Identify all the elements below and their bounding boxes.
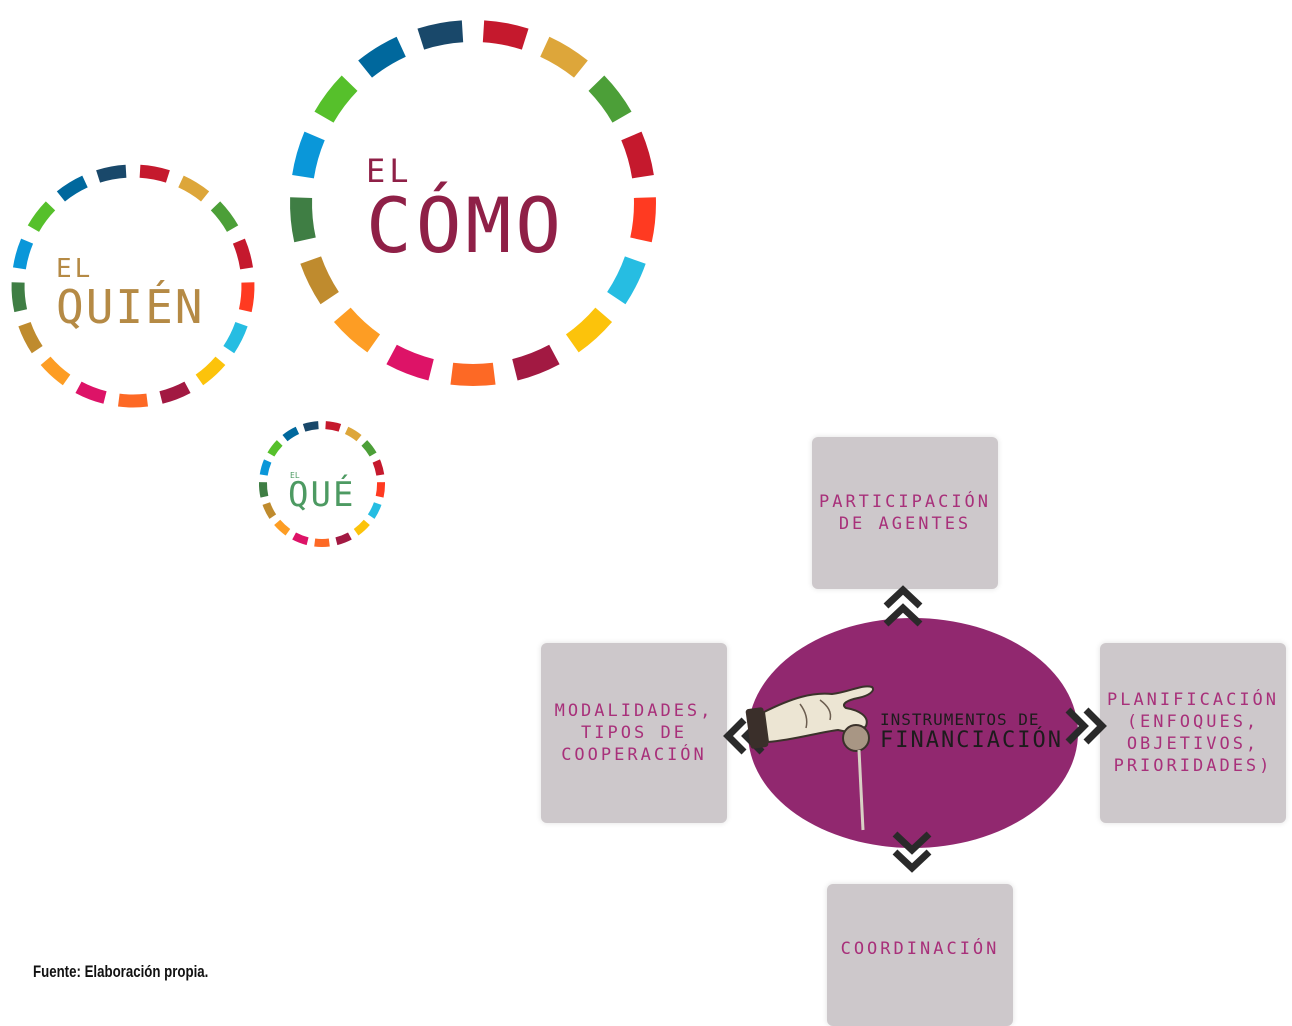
ring-que-segment (367, 502, 382, 519)
coordinacion-box: COORDINACIÓN (827, 884, 1013, 1026)
ring-que-segment (282, 426, 300, 442)
ring-como-segment (539, 36, 588, 78)
ring-como-segment (588, 75, 632, 123)
up-chevron-icon (883, 585, 923, 627)
ring-como-segment (606, 256, 646, 305)
que-title: QUÉ (288, 475, 356, 515)
ring-que-segment (274, 519, 291, 536)
ring-quien-segment (139, 164, 170, 183)
ring-que-segment (292, 532, 309, 546)
ring-que-segment (259, 459, 272, 476)
right-chevron-icon (1065, 707, 1107, 745)
down-chevron-icon (892, 831, 932, 873)
ring-que-segment (325, 421, 342, 432)
ring-como-segment (621, 131, 654, 179)
ring-quien-segment (117, 393, 149, 408)
ring-como-segment (511, 344, 560, 381)
ring-quien-segment (11, 282, 28, 313)
ring-quien-segment (27, 201, 56, 232)
ring-quien-segment (159, 381, 191, 404)
que-ring (258, 421, 386, 547)
ring-como-segment (386, 344, 435, 381)
ring-quien-segment (56, 175, 88, 202)
ring-como-segment (300, 256, 340, 305)
ring-quien-segment (195, 356, 226, 386)
ring-quien-segment (18, 321, 43, 354)
ring-que-segment (302, 421, 319, 432)
ring-como-segment (417, 20, 464, 50)
ring-como-segment (358, 36, 407, 78)
como-ring (290, 20, 656, 387)
como-prefix: EL (366, 152, 413, 190)
participacion-agentes-box: PARTICIPACIÓN DE AGENTES (812, 437, 998, 589)
como-title: CÓMO (366, 181, 566, 270)
center-label-line1: INSTRUMENTOS DE (880, 710, 1040, 729)
ring-quien-segment (232, 238, 254, 270)
ring-como-segment (292, 131, 325, 179)
que-prefix: EL (290, 471, 300, 480)
ring-como-segment (482, 20, 529, 50)
ring-quien-segment (96, 164, 127, 183)
modalidades-box: MODALIDADES, TIPOS DE COOPERACIÓN (541, 643, 727, 823)
center-label-line2: FINANCIACIÓN (880, 728, 1063, 753)
ring-como-segment (450, 362, 496, 387)
hand-holding-coin-icon (745, 685, 874, 831)
ring-como-segment (630, 197, 656, 243)
ring-que-segment (353, 519, 370, 536)
ring-quien-segment (12, 238, 34, 270)
quien-prefix: EL (56, 254, 94, 284)
ring-como-segment (290, 197, 316, 243)
center-label: INSTRUMENTOS DE FINANCIACIÓN (880, 712, 1063, 752)
center-ellipse (748, 618, 1078, 848)
ring-quien-segment (223, 321, 248, 354)
coordinacion-label: COORDINACIÓN (840, 939, 1000, 959)
center-diagram (723, 585, 1107, 873)
ring-quien-segment (238, 282, 255, 313)
ring-como-segment (314, 75, 358, 123)
quien-ring (11, 164, 255, 408)
quien-title: QUIÉN (56, 280, 205, 334)
ring-que-segment (361, 440, 377, 457)
source-caption: Fuente: Elaboración propia. (33, 962, 209, 981)
ring-que-segment (375, 482, 386, 498)
ring-que-segment (335, 532, 352, 546)
ring-quien-segment (210, 201, 239, 232)
ring-quien-segment (178, 175, 210, 202)
ring-que-segment (372, 459, 385, 476)
planificacion-box: PLANIFICACIÓN (ENFOQUES, OBJETIVOS, PRIO… (1100, 643, 1286, 823)
ring-como-segment (565, 307, 613, 353)
ring-como-segment (333, 307, 381, 353)
ring-que-segment (344, 426, 362, 442)
ring-que-segment (258, 482, 269, 498)
ring-que-segment (262, 502, 277, 519)
ring-quien-segment (40, 356, 71, 386)
ring-que-segment (267, 440, 283, 457)
ring-quien-segment (75, 381, 107, 404)
